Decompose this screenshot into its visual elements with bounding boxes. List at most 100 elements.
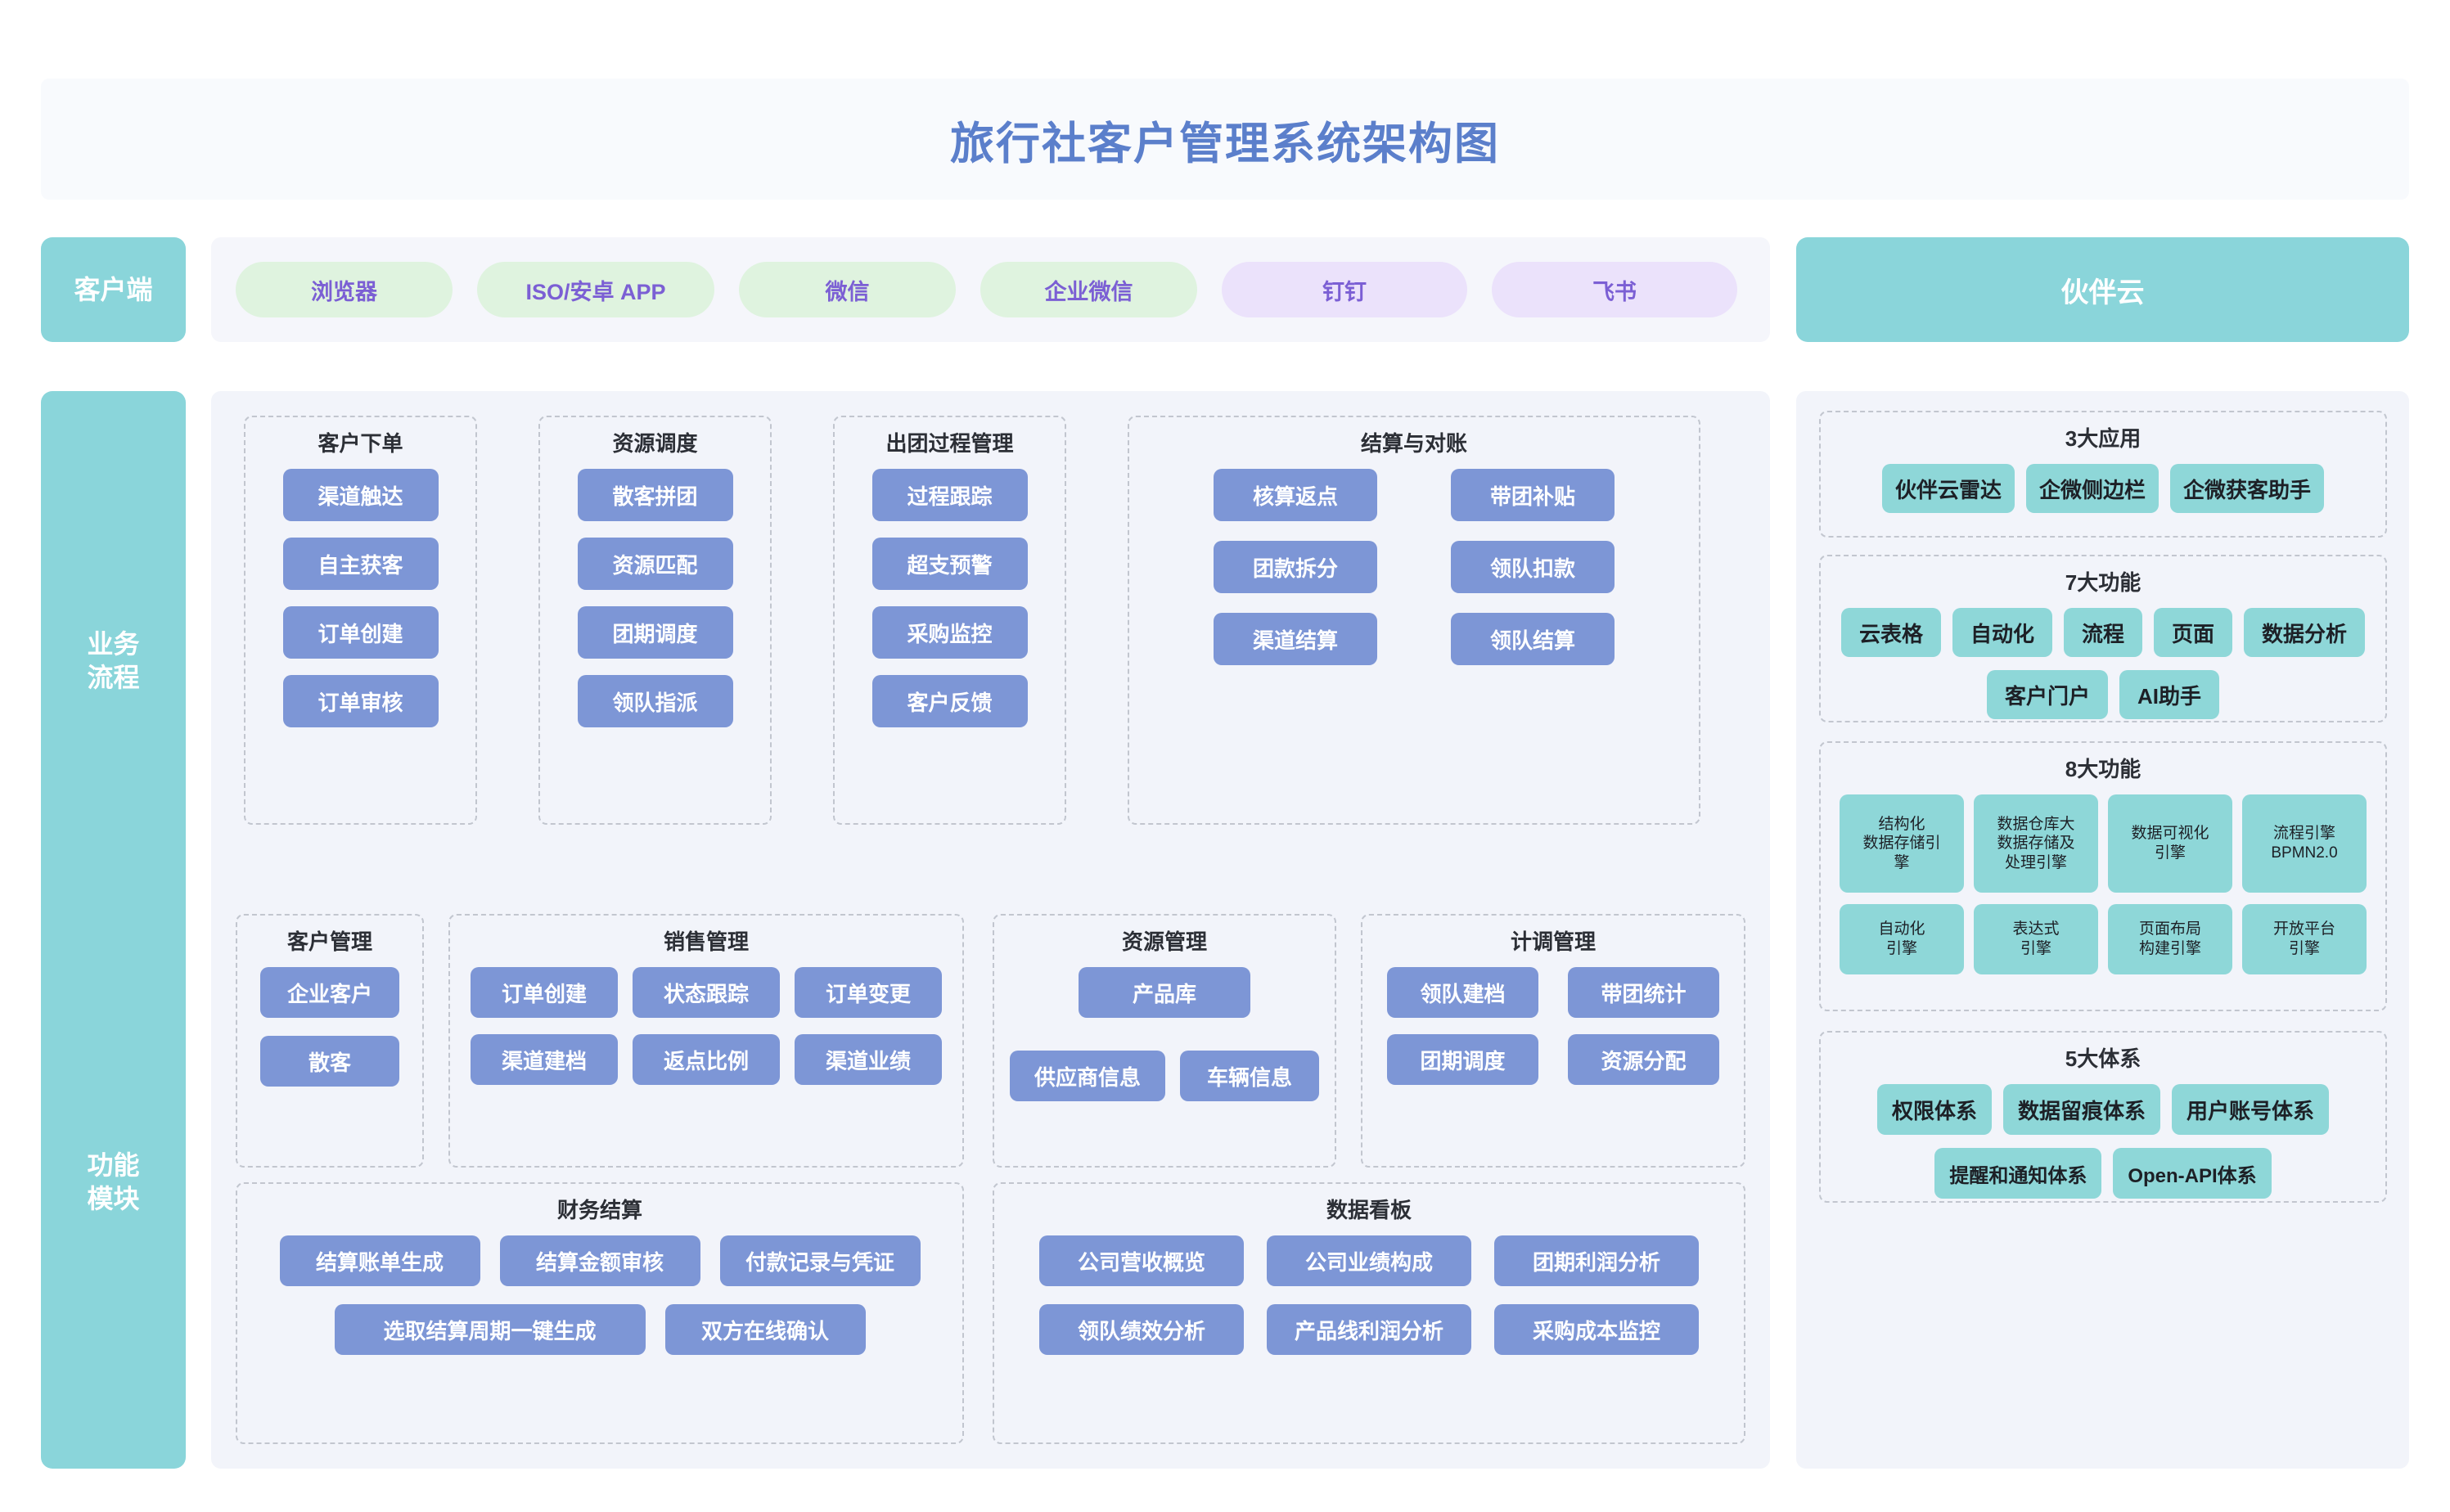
chip[interactable]: 资源分配 [1568,1034,1719,1085]
chip[interactable]: 页面布局 构建引擎 [2108,904,2232,974]
chip[interactable]: 自主获客 [282,538,439,590]
group-title: 出团过程管理 [885,431,1014,456]
client-pill[interactable]: 企业微信 [980,262,1197,317]
chip[interactable]: 产品线利润分析 [1267,1304,1471,1355]
group-body: 伙伴云雷达企微侧边栏企微获客助手 [1821,464,2385,513]
chip[interactable]: 订单变更 [795,967,942,1018]
chip[interactable]: 渠道触达 [282,469,439,521]
group-title: 结算与对账 [1360,431,1467,456]
partner-cloud-panel: 3大应用伙伴云雷达企微侧边栏企微获客助手 7大功能云表格自动化流程页面数据分析客户… [1796,391,2409,1469]
chip[interactable]: 企微获客助手 [2170,464,2325,513]
chip[interactable]: 采购成本监控 [1494,1304,1699,1355]
chip[interactable]: 订单创建 [471,967,618,1018]
chip[interactable]: 客户门户 [1986,670,2108,719]
chip[interactable]: 渠道业绩 [795,1034,942,1085]
sidebar-label-client-layer: 客户端 [41,237,186,342]
group-body: 公司营收概览公司业绩构成团期利润分析领队绩效分析产品线利润分析采购成本监控 [994,1235,1744,1355]
chip[interactable]: 采购监控 [871,606,1028,659]
group-title: 7大功能 [2065,570,2141,595]
chip[interactable]: 流程引擎 BPMN2.0 [2242,794,2367,893]
chip[interactable]: 带团补贴 [1451,469,1615,521]
chip[interactable]: 产品库 [1079,967,1250,1018]
group-3大应用: 3大应用伙伴云雷达企微侧边栏企微获客助手 [1819,411,2387,538]
chip[interactable]: 数据可视化 引擎 [2108,794,2232,893]
group-计调管理: 计调管理领队建档带团统计团期调度资源分配 [1361,914,1745,1168]
chip[interactable]: 渠道结算 [1214,613,1377,665]
group-title: 客户管理 [286,929,372,954]
client-pill[interactable]: 微信 [739,262,956,317]
group-销售管理: 销售管理订单创建状态跟踪订单变更渠道建档返点比例渠道业绩 [448,914,964,1168]
chip[interactable]: 团期利润分析 [1494,1235,1699,1286]
chip[interactable]: 资源匹配 [577,538,733,590]
group-body: 订单创建状态跟踪订单变更渠道建档返点比例渠道业绩 [450,967,962,1085]
client-pill[interactable]: 浏览器 [236,262,453,317]
chip[interactable]: 伙伴云雷达 [1881,464,2015,513]
sidebar-label-function-modules: 功能 模块 [41,896,186,1469]
chip[interactable]: 提醒和通知体系 [1934,1148,2102,1199]
group-8大功能: 8大功能结构化 数据存储引 擎数据仓库大 数据存储及 处理引擎数据可视化 引擎流… [1819,741,2387,1011]
client-pill[interactable]: 飞书 [1492,262,1737,317]
chip[interactable]: 车辆信息 [1180,1051,1319,1101]
chip[interactable]: 选取结算周期一键生成 [334,1304,646,1355]
chip[interactable]: 领队扣款 [1451,541,1615,593]
chip[interactable]: 返点比例 [633,1034,780,1085]
chip[interactable]: 付款记录与凭证 [719,1235,921,1286]
client-pill[interactable]: 钉钉 [1222,262,1467,317]
chip[interactable]: 双方在线确认 [664,1304,866,1355]
group-title: 销售管理 [663,929,749,954]
chip[interactable]: 状态跟踪 [633,967,780,1018]
chip[interactable]: 表达式 引擎 [1974,904,2098,974]
chip[interactable]: 开放平台 引擎 [2242,904,2367,974]
group-title: 资源管理 [1121,929,1207,954]
chip[interactable]: 团期调度 [577,606,733,659]
chip[interactable]: 云表格 [1840,608,1941,657]
chip[interactable]: 过程跟踪 [871,469,1028,521]
chip[interactable]: 结算金额审核 [499,1235,700,1286]
chip[interactable]: 领队建档 [1387,967,1538,1018]
chip[interactable]: 数据留痕体系 [2002,1084,2160,1135]
business-process-panel: 客户下单渠道触达自主获客订单创建订单审核资源调度散客拼团资源匹配团期调度领队指派… [211,391,1770,931]
chip[interactable]: 超支预警 [871,538,1028,590]
chip[interactable]: 自动化 [1952,608,2052,657]
group-body: 渠道触达自主获客订单创建订单审核 [245,469,475,727]
chip[interactable]: Open-API体系 [2113,1148,2272,1199]
chip[interactable]: 渠道建档 [471,1034,618,1085]
group-title: 资源调度 [612,431,698,456]
chip[interactable]: 自动化 引擎 [1840,904,1964,974]
chip[interactable]: 散客拼团 [577,469,733,521]
chip[interactable]: 公司营收概览 [1039,1235,1244,1286]
chip[interactable]: 团款拆分 [1214,541,1377,593]
chip[interactable]: 带团统计 [1568,967,1719,1018]
chip[interactable]: 团期调度 [1387,1034,1538,1085]
chip[interactable]: 订单审核 [282,675,439,727]
chip[interactable]: 领队指派 [577,675,733,727]
chip[interactable]: 结算账单生成 [279,1235,480,1286]
chip[interactable]: AI助手 [2119,670,2220,719]
chip[interactable]: 用户账号体系 [2172,1084,2330,1135]
chip[interactable]: 供应商信息 [1010,1051,1165,1101]
chip[interactable]: 公司业绩构成 [1267,1235,1471,1286]
chip[interactable]: 权限体系 [1876,1084,1992,1135]
chip[interactable]: 数据仓库大 数据存储及 处理引擎 [1974,794,2098,893]
function-modules-panel: 客户管理企业客户散客销售管理订单创建状态跟踪订单变更渠道建档返点比例渠道业绩资源… [211,896,1770,1469]
group-数据看板: 数据看板公司营收概览公司业绩构成团期利润分析领队绩效分析产品线利润分析采购成本监… [993,1182,1745,1444]
chip[interactable]: 数据分析 [2244,608,2366,657]
chip[interactable]: 企业客户 [260,967,399,1018]
group-body: 过程跟踪超支预警采购监控客户反馈 [835,469,1065,727]
chip[interactable]: 订单创建 [282,606,439,659]
chip[interactable]: 领队绩效分析 [1039,1304,1244,1355]
chip[interactable]: 领队结算 [1451,613,1615,665]
chip[interactable]: 结构化 数据存储引 擎 [1840,794,1964,893]
chip[interactable]: 页面 [2154,608,2233,657]
chip[interactable]: 客户反馈 [871,675,1028,727]
chip[interactable]: 核算返点 [1214,469,1377,521]
chip[interactable]: 散客 [260,1036,399,1087]
chip[interactable]: 企微侧边栏 [2025,464,2159,513]
client-pill[interactable]: ISO/安卓 APP [477,262,714,317]
chip[interactable]: 流程 [2063,608,2142,657]
